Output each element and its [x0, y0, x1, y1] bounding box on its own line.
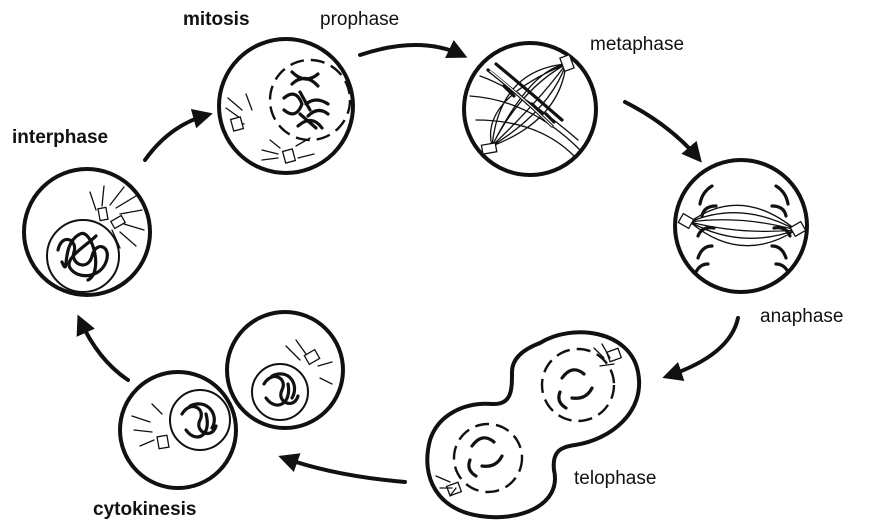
anaphase-cell [675, 160, 807, 292]
label-metaphase: metaphase [590, 34, 684, 55]
interphase-cell [24, 169, 150, 295]
metaphase-cell [464, 43, 596, 175]
arrow-telophase-to-cytokinesis-icon [284, 458, 405, 482]
cytokinesis-cells [120, 312, 343, 488]
label-interphase: interphase [12, 127, 108, 148]
prophase-cell [219, 39, 353, 173]
arrow-anaphase-to-telophase-icon [668, 318, 738, 376]
label-mitosis: mitosis [183, 9, 250, 30]
arrow-cytokinesis-to-interphase-icon [80, 320, 128, 380]
arrow-interphase-to-prophase-icon [145, 115, 207, 160]
telophase-cell [427, 332, 639, 517]
label-prophase: prophase [320, 9, 399, 30]
arrow-prophase-to-metaphase-icon [360, 45, 462, 55]
label-anaphase: anaphase [760, 306, 843, 327]
label-telophase: telophase [574, 468, 656, 489]
label-cytokinesis: cytokinesis [93, 499, 197, 520]
arrow-metaphase-to-anaphase-icon [625, 102, 698, 158]
